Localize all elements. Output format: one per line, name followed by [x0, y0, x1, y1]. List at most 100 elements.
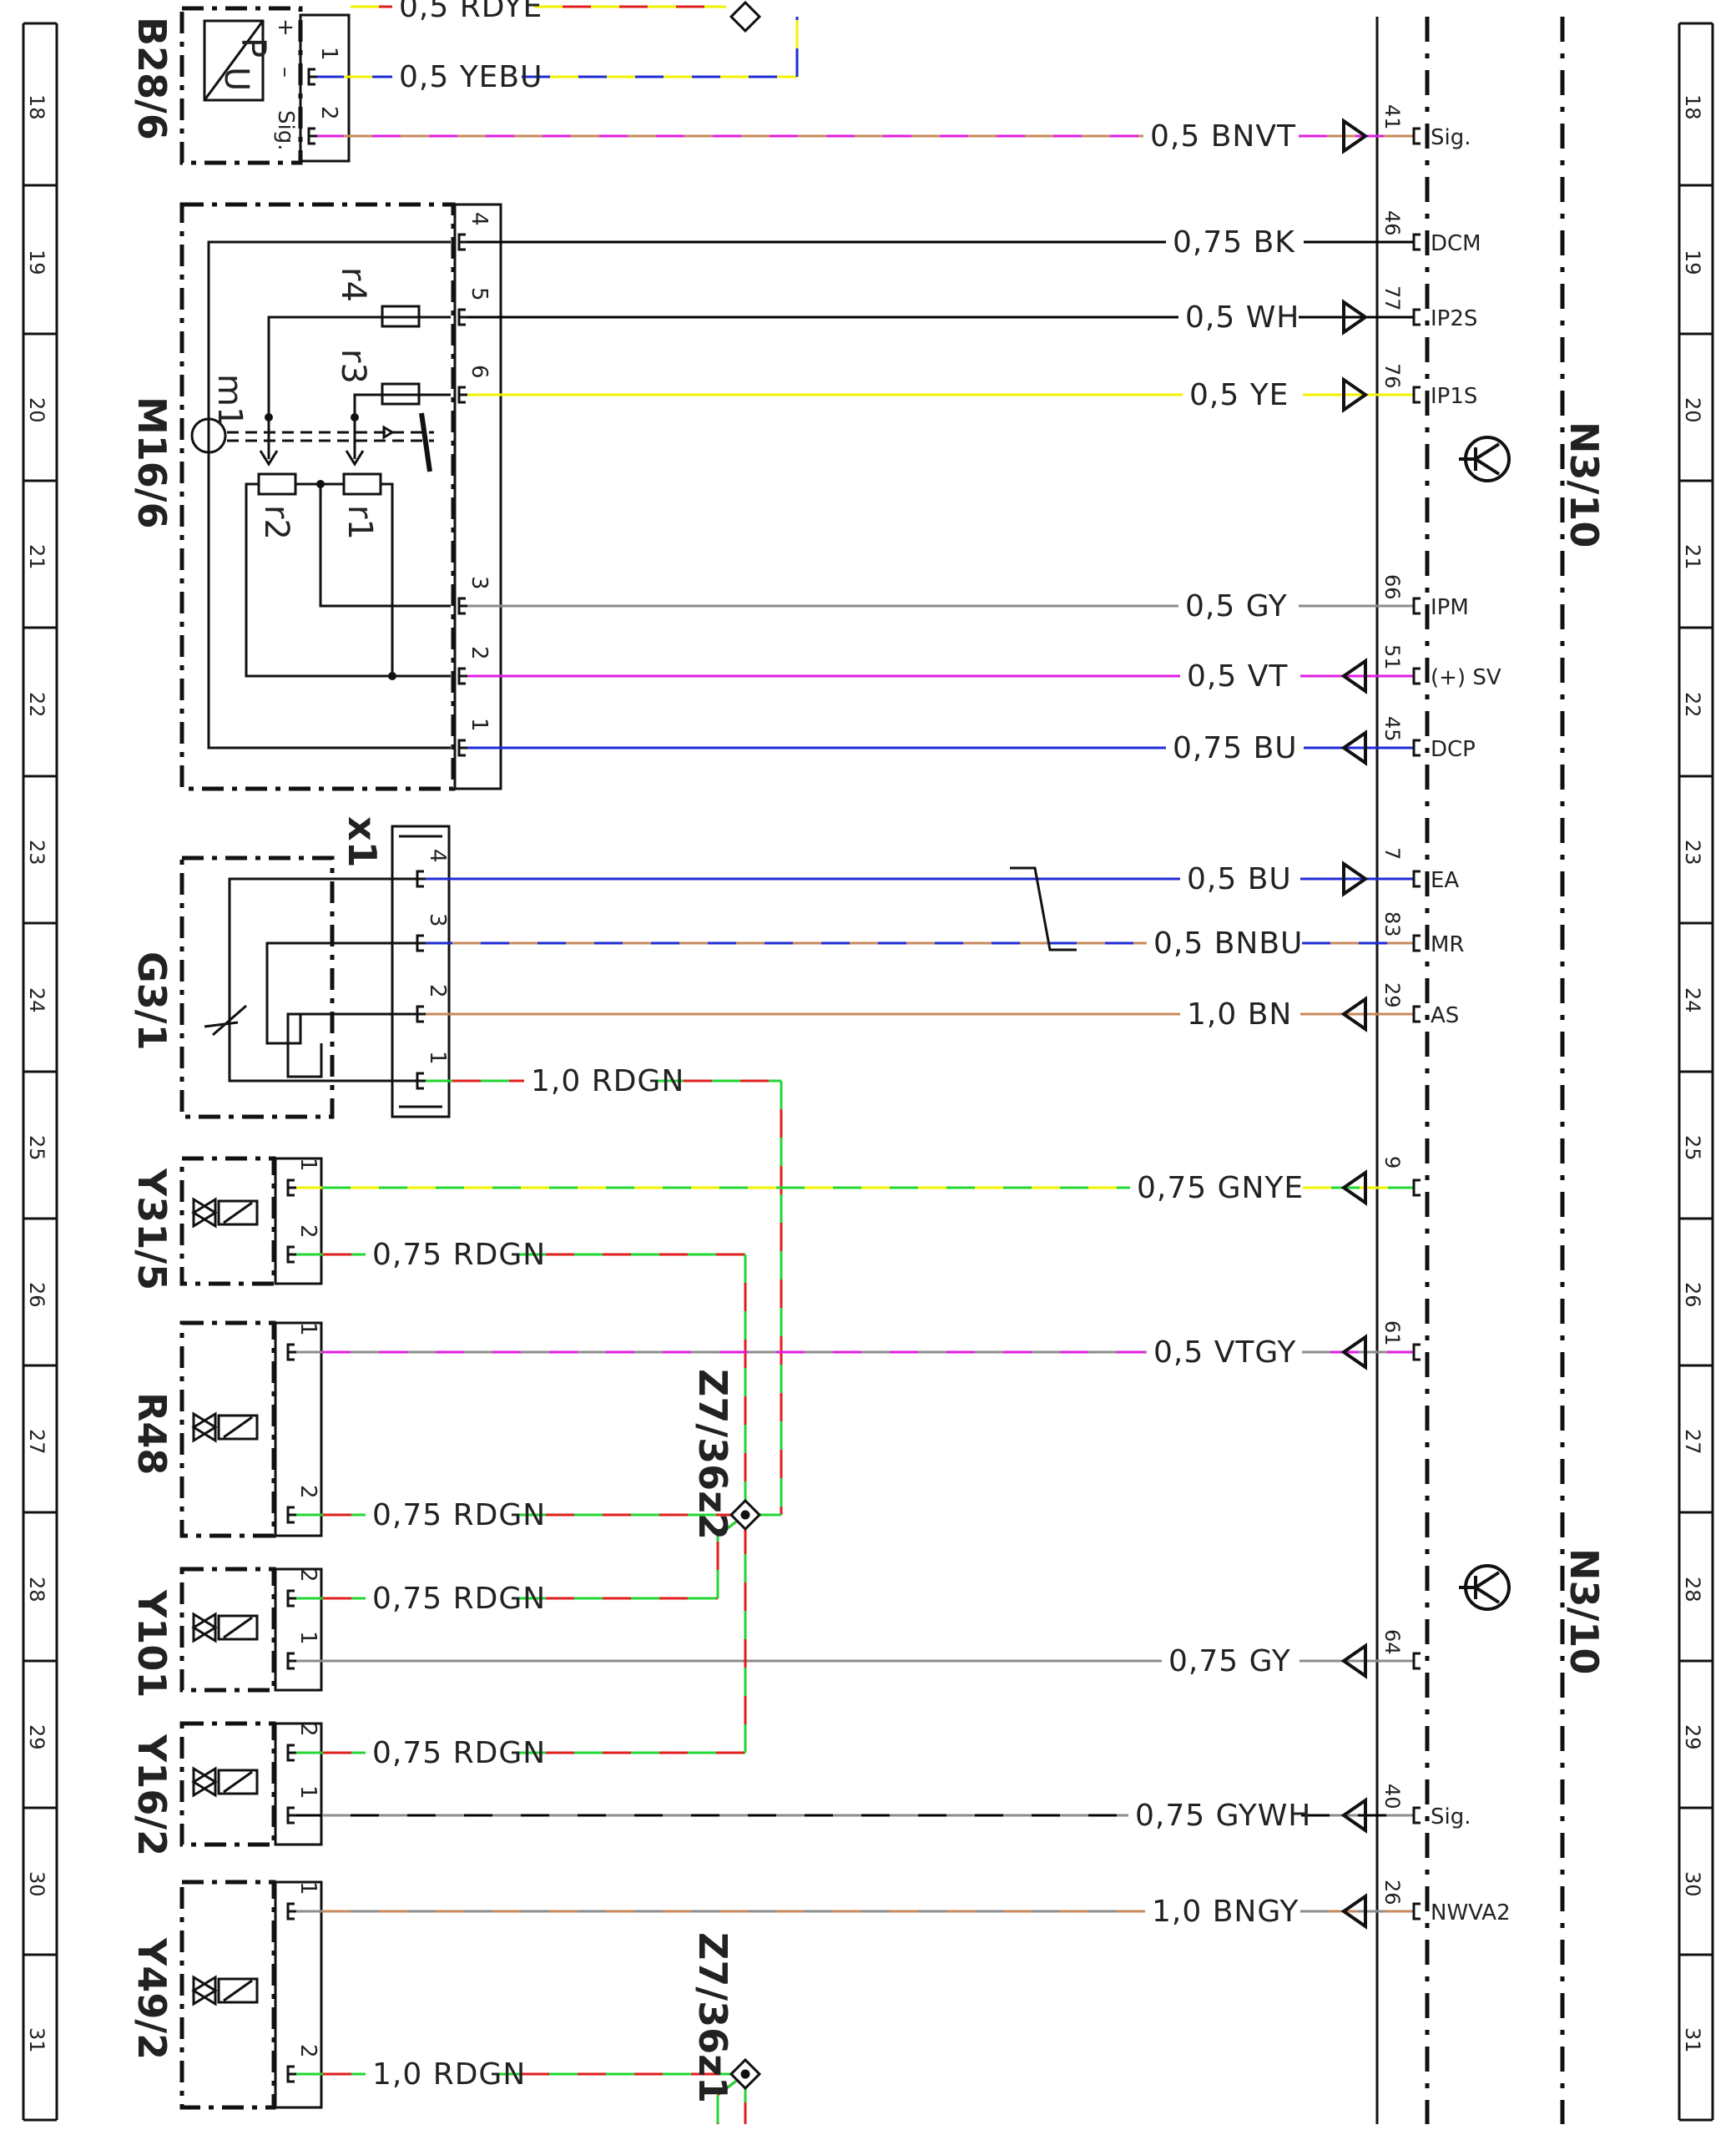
- y16-2-solenoid-valve-icon: [191, 1766, 259, 1798]
- component-pin-number: 2: [295, 2044, 320, 2058]
- r3-label: r3: [334, 349, 372, 384]
- component-pin-number: 1: [295, 1785, 320, 1799]
- splice-z7-36z2-icon: [729, 1498, 762, 1532]
- m16-6-label: M16/6: [129, 396, 174, 529]
- ecu-signal-name: IP1S: [1431, 384, 1477, 409]
- wire-label: 0,5 YE: [1189, 378, 1289, 412]
- m16-6-connector: [453, 203, 502, 790]
- row-label-left: 24: [25, 987, 48, 1013]
- ecu-symbol-icon-top: [1459, 436, 1511, 482]
- ecu-pin-number: 45: [1380, 716, 1404, 742]
- ecu-pin-number: 40: [1380, 1784, 1404, 1809]
- wire-b28-top[interactable]: 0,5 RDYE: [351, 0, 726, 24]
- ecu-signal-name: IPM: [1431, 595, 1469, 620]
- y49-2-label: Y49/2: [129, 1937, 174, 2060]
- component-pin-number: 5: [467, 287, 492, 301]
- component-pin-number: 1: [295, 1322, 320, 1336]
- component-pin-number: 6: [467, 365, 492, 379]
- wire-y31-2[interactable]: 20,75 RDGN: [286, 1224, 747, 1515]
- row-label-right: 20: [1681, 397, 1704, 423]
- y31-5-solenoid-valve-icon: [191, 1197, 259, 1229]
- splice-z7-36z1-icon: [729, 2057, 762, 2091]
- y49-2-connector: [274, 1880, 323, 2109]
- n3-10-label-bottom: N3/10: [1562, 1548, 1607, 1674]
- y49-2-solenoid-valve-icon: [191, 1975, 259, 2006]
- component-pin-number: 2: [295, 1568, 320, 1582]
- wire-label: 0,75 GY: [1168, 1644, 1291, 1678]
- wire-r48-2[interactable]: 20,75 RDGN: [286, 1485, 745, 1532]
- component-pin-number: 2: [467, 646, 492, 660]
- b28-6-connector: [299, 13, 351, 163]
- ecu-signal-name: DCM: [1431, 231, 1481, 256]
- z7-36z1-label: Z7/36z1: [690, 1932, 735, 2103]
- signal-out-arrow-icon: [1340, 1334, 1367, 1370]
- row-label-right: 22: [1681, 692, 1704, 718]
- m16-node-r4: [265, 413, 273, 421]
- wire-label: 0,75 GYWH: [1135, 1799, 1311, 1833]
- y16-2-label: Y16/2: [129, 1734, 174, 1856]
- m16-node-r3: [351, 413, 359, 421]
- ecu-pin-number: 51: [1380, 644, 1404, 670]
- wire-b28-minus[interactable]: 10,5 YEBU: [307, 17, 799, 94]
- wire-label: 0,75 RDGN: [372, 1582, 546, 1616]
- row-label-left: 22: [25, 692, 48, 718]
- row-label-left: 25: [25, 1135, 48, 1161]
- row-label-right: 19: [1681, 250, 1704, 275]
- signal-in-arrow-icon: [1342, 299, 1369, 336]
- wire-g3-1[interactable]: 11,0 RDGN: [416, 1051, 783, 1517]
- n3-10-label-top: N3/10: [1562, 421, 1607, 548]
- wire-label: 1,0 RDGN: [531, 1064, 684, 1098]
- ecu-pin-number: 77: [1380, 285, 1404, 311]
- wire-label: 1,0 BNGY: [1152, 1895, 1299, 1929]
- ecu-signal-name: MR: [1431, 932, 1465, 957]
- row-label-left: 28: [25, 1577, 48, 1602]
- component-pin-number: 3: [467, 576, 492, 590]
- row-label-right: 30: [1681, 1871, 1704, 1897]
- row-label-right: 27: [1681, 1429, 1704, 1455]
- row-label-right: 29: [1681, 1724, 1704, 1750]
- row-label-left: 31: [25, 2027, 48, 2053]
- b28-6-sig-mark: Sig.: [273, 110, 298, 151]
- wire-label: 0,75 RDGN: [372, 1498, 546, 1532]
- x1-label: x1: [340, 816, 385, 868]
- wire-y101-2[interactable]: 2 0,75 RDGN: [286, 1568, 718, 1616]
- m16-6-box: [179, 202, 456, 791]
- x1-connector[interactable]: [391, 825, 451, 1118]
- wire-label: 0,5 BU: [1187, 862, 1292, 896]
- y16-2-connector: [274, 1722, 323, 1846]
- ecu-pin-number: 41: [1380, 104, 1404, 130]
- wire-label: 1,0 BN: [1187, 997, 1292, 1032]
- y31-5-box: [179, 1156, 276, 1286]
- wire-y49-2[interactable]: 21,0 RDGN: [286, 2044, 747, 2124]
- wire-label: 0,5 YEBU: [399, 60, 542, 94]
- ecu-signal-name: Sig.: [1431, 125, 1471, 150]
- signal-out-arrow-icon: [1340, 1797, 1367, 1834]
- y31-5-connector: [274, 1157, 323, 1285]
- ecu-signal-name: (+) SV: [1431, 665, 1501, 690]
- ecu-signal-name: NWVA2: [1431, 1900, 1511, 1925]
- y101-connector: [274, 1567, 323, 1692]
- y101-solenoid-valve-icon: [191, 1612, 259, 1643]
- g3-1-box: [179, 855, 335, 1119]
- wire-label: 0,75 BU: [1173, 731, 1298, 765]
- wire-y16-2[interactable]: 2 0,75 RDGN: [286, 1515, 747, 1770]
- b28-6-label: B28/6: [129, 17, 174, 140]
- r2-label: r2: [257, 505, 295, 540]
- component-pin-number: 1: [295, 1631, 320, 1645]
